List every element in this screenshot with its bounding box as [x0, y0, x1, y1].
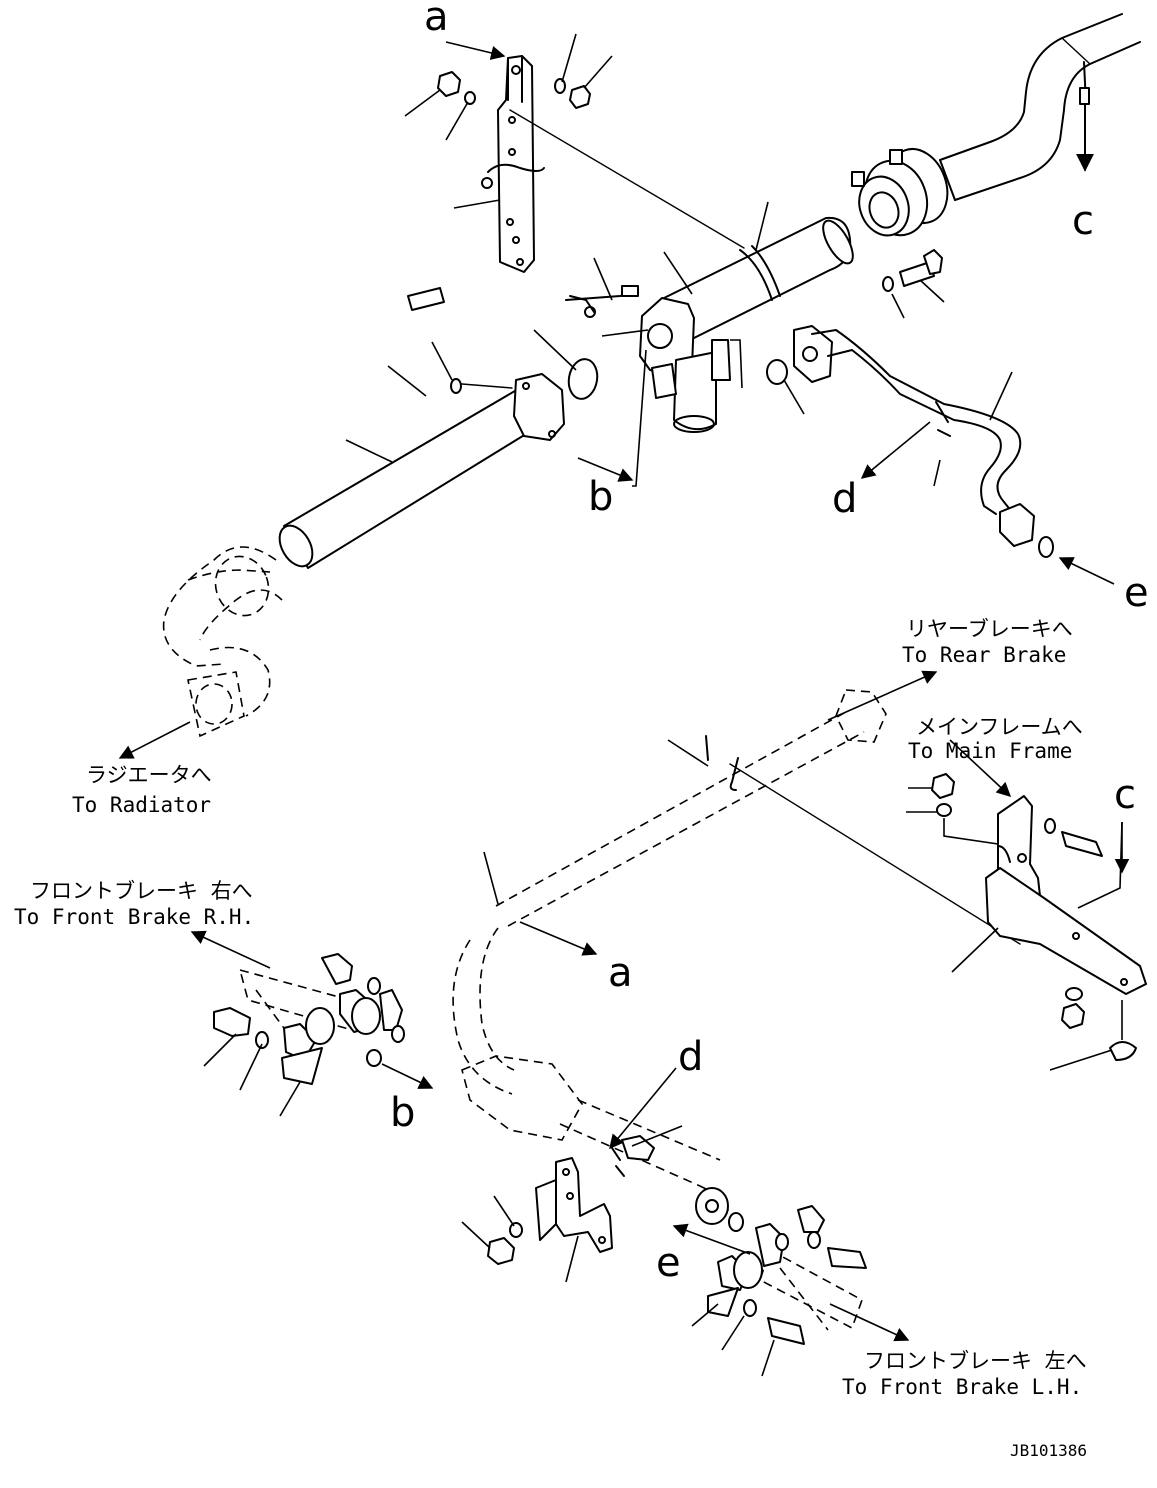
- callout-letter-e-right: e: [1124, 570, 1149, 616]
- main-frame-bracket: [931, 773, 1147, 1061]
- front-brake-lh-label-jp: フロントブレーキ 左へ: [864, 1349, 1087, 1373]
- callout-letter-e-lower: e: [656, 1240, 681, 1286]
- radiator-label-en: To Radiator: [72, 793, 211, 817]
- callout-letter-d-lower: d: [678, 1034, 703, 1080]
- rear-brake-label-en: To Rear Brake: [902, 643, 1066, 667]
- rear-brake-label-jp: リヤーブレーキへ: [906, 617, 1073, 641]
- front-exhaust-pipe: [278, 287, 565, 569]
- main-frame-label-en: To Main Frame: [908, 739, 1072, 763]
- upper-right-large-pipe: [851, 13, 1141, 237]
- front-brake-lh-fittings: [707, 1205, 867, 1345]
- callout-letter-b-top: b: [588, 474, 613, 520]
- center-manifold-body: [565, 216, 854, 433]
- upper-bracket-assembly: [437, 55, 591, 273]
- radiator-hose-dashed: [162, 546, 283, 738]
- callout-letter-a-top: a: [424, 0, 449, 40]
- rear-brake-line-dashed: [452, 689, 1021, 1232]
- front-brake-rh-fittings: [213, 953, 405, 1085]
- callout-letter-c-lower: c: [1114, 772, 1136, 818]
- callout-letter-c-top: c: [1072, 198, 1094, 244]
- front-brake-lh-label-en: To Front Brake L.H.: [842, 1375, 1082, 1399]
- drawing-code: JB101386: [1010, 1441, 1087, 1460]
- front-brake-rh-label-en: To Front Brake R.H.: [14, 905, 254, 929]
- right-small-pipe: [793, 249, 1054, 558]
- front-brake-rh-label-jp: フロントブレーキ 右へ: [30, 879, 253, 903]
- lower-clamp-bracket: [487, 1135, 655, 1265]
- main-frame-label-jp: メインフレームへ: [916, 715, 1083, 739]
- callout-letter-a-lower: a: [608, 950, 633, 996]
- radiator-label-jp: ラジエータへ: [86, 763, 212, 787]
- callout-letter-d-top: d: [832, 476, 857, 522]
- callout-letter-b-lower: b: [390, 1090, 415, 1136]
